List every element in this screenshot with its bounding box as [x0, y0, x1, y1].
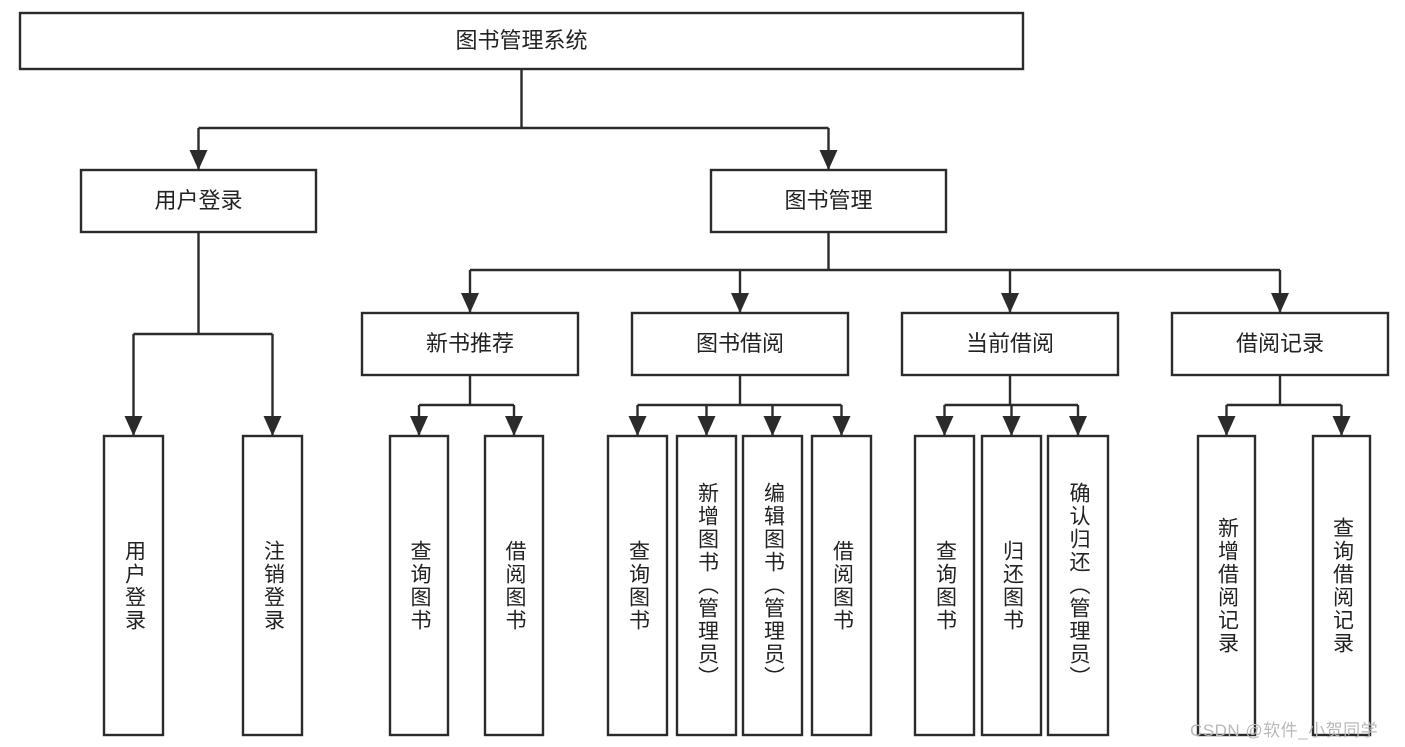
- arrowhead-icon-leaf-confirm-return-admin: [1069, 416, 1087, 436]
- node-label-book-management: 图书管理: [784, 188, 872, 213]
- node-box-current-borrow[interactable]: [900, 311, 1120, 377]
- arrowhead-icon-leaf-borrow-book: [832, 416, 851, 436]
- node-label-book-borrow: 图书借阅: [696, 331, 784, 356]
- node-box-leaf-query-borrow-record[interactable]: [1311, 434, 1372, 737]
- arrowhead-icon-leaf-return-book: [1002, 416, 1021, 436]
- connector-layer: [124, 69, 1351, 436]
- node-box-leaf-logout[interactable]: [241, 434, 304, 737]
- arrowhead-icon-leaf-user-login: [124, 416, 143, 436]
- arrowhead-icon-borrow-record: [1271, 293, 1289, 313]
- node-label-current-borrow: 当前借阅: [966, 331, 1054, 356]
- arrowhead-icon-leaf-query-book-rec: [410, 416, 428, 436]
- node-box-user-login[interactable]: [79, 168, 318, 234]
- arrowhead-icon-leaf-query-book-current: [935, 416, 954, 436]
- arrowhead-icon-leaf-edit-book-admin: [763, 416, 782, 436]
- node-label-root: 图书管理系统: [455, 28, 587, 53]
- node-label-borrow-record: 借阅记录: [1236, 331, 1324, 356]
- node-box-layer: [18, 11, 1390, 737]
- arrowhead-icon-book-borrow: [731, 293, 749, 313]
- node-box-new-book-recommend[interactable]: [360, 311, 580, 377]
- node-box-leaf-add-book-admin[interactable]: [675, 434, 738, 737]
- node-box-root[interactable]: [18, 11, 1025, 71]
- csdn-watermark: CSDN @软件_小贺同学: [1190, 721, 1379, 740]
- arrowhead-icon-leaf-add-borrow-record: [1217, 416, 1236, 436]
- node-box-leaf-query-book-borrow[interactable]: [606, 434, 669, 737]
- node-box-leaf-edit-book-admin[interactable]: [741, 434, 804, 737]
- arrowhead-icon-leaf-query-borrow-record: [1332, 416, 1351, 436]
- arrowhead-icon-new-book-recommend: [461, 293, 479, 313]
- node-box-book-management[interactable]: [709, 168, 948, 234]
- node-label-new-book-recommend: 新书推荐: [426, 331, 514, 356]
- node-box-leaf-return-book[interactable]: [980, 434, 1043, 737]
- node-box-leaf-borrow-book-rec[interactable]: [483, 434, 545, 737]
- arrowhead-icon-leaf-add-book-admin: [697, 416, 716, 436]
- arrowhead-icon-leaf-logout: [263, 416, 282, 436]
- node-box-book-borrow[interactable]: [630, 311, 850, 377]
- arrowhead-icon-leaf-borrow-book-rec: [505, 416, 523, 436]
- node-box-leaf-add-borrow-record[interactable]: [1196, 434, 1257, 737]
- node-box-leaf-query-book-rec[interactable]: [388, 434, 450, 737]
- node-box-leaf-borrow-book[interactable]: [810, 434, 873, 737]
- arrowhead-icon-leaf-query-book-borrow: [628, 416, 647, 436]
- arrowhead-icon-user-login: [189, 150, 208, 170]
- node-label-user-login: 用户登录: [154, 188, 242, 213]
- arrowhead-icon-current-borrow: [1001, 293, 1019, 313]
- node-box-leaf-user-login[interactable]: [102, 434, 165, 737]
- node-box-borrow-record[interactable]: [1170, 311, 1390, 377]
- node-box-leaf-query-book-current[interactable]: [913, 434, 976, 737]
- arrowhead-icon-book-management: [819, 150, 838, 170]
- node-box-leaf-confirm-return-admin[interactable]: [1046, 434, 1110, 737]
